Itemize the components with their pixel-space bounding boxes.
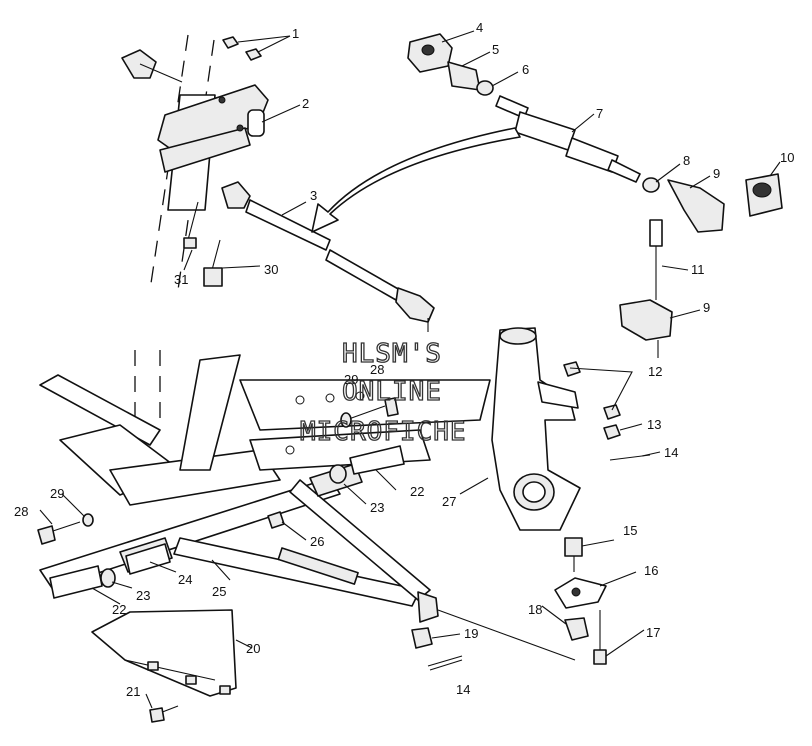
steering-knuckle <box>491 327 581 531</box>
watermark-line-1: HLSM'S <box>342 339 442 369</box>
callout-21: 21 <box>126 684 140 699</box>
lower-a-arm <box>39 463 439 623</box>
callout-3: 3 <box>310 188 317 203</box>
callout-16: 16 <box>644 563 658 578</box>
watermark-line-2: ONLINE <box>342 377 442 407</box>
callout-9-upper: 9 <box>713 166 720 181</box>
callout-28-right: 28 <box>370 362 384 377</box>
a-arm-hardware <box>411 627 463 671</box>
a-arm-guard <box>91 609 237 723</box>
tie-rod-assembly <box>221 181 435 332</box>
callout-4: 4 <box>476 20 483 35</box>
adjuster-tube-assembly <box>407 33 783 233</box>
callout-14-upper: 14 <box>664 445 678 460</box>
callout-14-lower: 14 <box>456 682 470 697</box>
callout-28-left: 28 <box>14 504 28 519</box>
callout-19: 19 <box>464 626 478 641</box>
callout-6: 6 <box>522 62 529 77</box>
callout-2: 2 <box>302 96 309 111</box>
pivot-tubes <box>37 397 405 599</box>
callout-22-right: 22 <box>410 484 424 499</box>
callout-23-right: 23 <box>370 500 384 515</box>
callout-9-lower: 9 <box>703 300 710 315</box>
callout-23-left: 23 <box>136 588 150 603</box>
callout-12: 12 <box>648 364 662 379</box>
assembly-direction-arrow <box>311 127 521 233</box>
callout-15: 15 <box>623 523 637 538</box>
callout-5: 5 <box>492 42 499 57</box>
callout-10: 10 <box>780 150 794 165</box>
callout-29-left: 29 <box>50 486 64 501</box>
tie-rod-end-lower <box>619 219 673 358</box>
callout-20: 20 <box>246 641 260 656</box>
callout-7: 7 <box>596 106 603 121</box>
callout-27: 27 <box>442 494 456 509</box>
callout-31: 31 <box>174 272 188 287</box>
callout-18: 18 <box>528 602 542 617</box>
watermark-line-3: MICROFICHE <box>300 417 467 447</box>
callout-17: 17 <box>646 625 660 640</box>
callout-30: 30 <box>264 262 278 277</box>
callout-13: 13 <box>647 417 661 432</box>
steering-post-assembly <box>121 34 269 291</box>
callout-11: 11 <box>691 262 705 277</box>
callout-26: 26 <box>310 534 324 549</box>
callout-24: 24 <box>178 572 192 587</box>
callout-numbers: 1 2 3 4 5 6 7 8 9 10 11 9 12 13 14 15 16… <box>14 20 794 699</box>
callout-8: 8 <box>683 153 690 168</box>
leader-lines <box>39 30 781 709</box>
callout-25: 25 <box>212 584 226 599</box>
knuckle-hardware <box>563 361 651 461</box>
watermark: HLSM'S ONLINE MICROFICHE <box>299 338 467 447</box>
ball-joint-assembly <box>437 537 607 665</box>
callout-1: 1 <box>292 26 299 41</box>
callout-22-left: 22 <box>112 602 126 617</box>
callout-29-right: 29 <box>344 372 358 387</box>
vehicle-frame <box>39 350 491 506</box>
